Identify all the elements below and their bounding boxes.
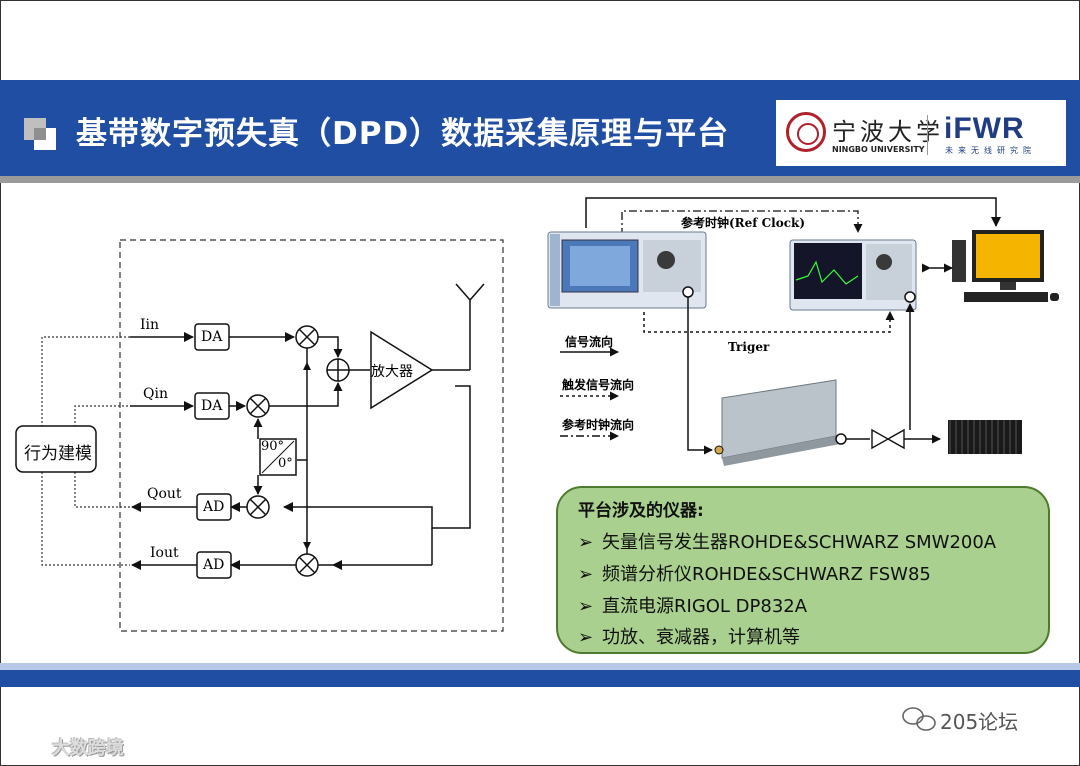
- trigger-label: Triger: [728, 340, 770, 354]
- mixers: [246, 325, 319, 577]
- attenuator-icon: [948, 420, 1022, 454]
- instrument-item: ➢ 功放、衰减器，计算机等: [578, 623, 800, 649]
- coupler-icon: [871, 428, 905, 450]
- instrument-item: ➢ 频谱分析仪ROHDE&SCHWARZ FSW85: [578, 560, 931, 586]
- power-amplifier-icon: [721, 379, 840, 466]
- legend-signal-flow: 信号流向: [565, 335, 614, 349]
- instruments-box: [556, 486, 1050, 654]
- label-iout: Iout: [150, 545, 179, 561]
- instrument-text: 频谱分析仪ROHDE&SCHWARZ FSW85: [602, 564, 931, 585]
- ad-label-i: AD: [203, 557, 225, 573]
- da-label-q: DA: [201, 398, 223, 414]
- da-label-i: DA: [201, 329, 223, 345]
- university-name-en: NINGBO UNIVERSITY: [832, 145, 925, 154]
- amplifier-triangle: [370, 330, 434, 410]
- bullet-arrow-icon: ➢: [578, 532, 594, 553]
- bullet-arrow-icon: ➢: [578, 564, 594, 585]
- label-iin: Iin: [140, 317, 160, 333]
- title-bar-underline: [0, 176, 1080, 183]
- modeling-block: [15, 425, 97, 473]
- antenna-icon: [455, 283, 485, 370]
- legend-trigger-flow: 触发信号流向: [562, 378, 635, 392]
- model-dotted-links: [41, 336, 130, 566]
- university-name-cn: 宁波大学: [832, 118, 944, 146]
- label-qout: Qout: [147, 486, 182, 502]
- instruments-title: 平台涉及的仪器:: [578, 501, 704, 521]
- brand-watermark: 大数跨境: [52, 738, 124, 759]
- instrument-text: 矢量信号发生器ROHDE&SCHWARZ SMW200A: [602, 532, 997, 553]
- instrument-item: ➢ 直流电源RIGOL DP832A: [578, 592, 807, 618]
- ref-clock-label: 参考时钟(Ref Clock): [681, 216, 806, 230]
- computer-icon: [952, 230, 1059, 302]
- footer-band-light: [0, 663, 1080, 672]
- legend-clock-flow: 参考时钟流向: [562, 418, 635, 432]
- signal-generator-icon: [547, 231, 707, 309]
- instrument-text: 功放、衰减器，计算机等: [602, 627, 800, 648]
- phase-label-0: 0°: [278, 456, 293, 471]
- amplifier-label: 放大器: [371, 364, 413, 380]
- logo-divider: [927, 115, 928, 155]
- spectrum-analyzer-icon: [789, 239, 917, 311]
- wechat-icon: [902, 707, 936, 731]
- ad-label-q: AD: [203, 499, 225, 515]
- instrument-text: 直流电源RIGOL DP832A: [602, 596, 808, 617]
- instrument-item: ➢ 矢量信号发生器ROHDE&SCHWARZ SMW200A: [578, 528, 996, 554]
- watermark-text: 205论坛: [940, 710, 1019, 734]
- dpd-boundary-box: [119, 239, 504, 632]
- label-qin: Qin: [143, 386, 168, 402]
- footer-band: [0, 670, 1080, 687]
- modeling-label: 行为建模: [24, 444, 92, 464]
- bullet-arrow-icon: ➢: [578, 627, 594, 648]
- bullet-arrow-icon: ➢: [578, 596, 594, 617]
- phase-label-90: 90°: [261, 439, 285, 454]
- slide-title: 基带数字预失真（DPD）数据采集原理与平台: [76, 116, 730, 152]
- lab-logo: iFWR: [944, 112, 1025, 145]
- ningbo-university-seal-icon: [786, 112, 826, 152]
- lab-logo-subtitle: 未来无线研究院: [945, 146, 1036, 155]
